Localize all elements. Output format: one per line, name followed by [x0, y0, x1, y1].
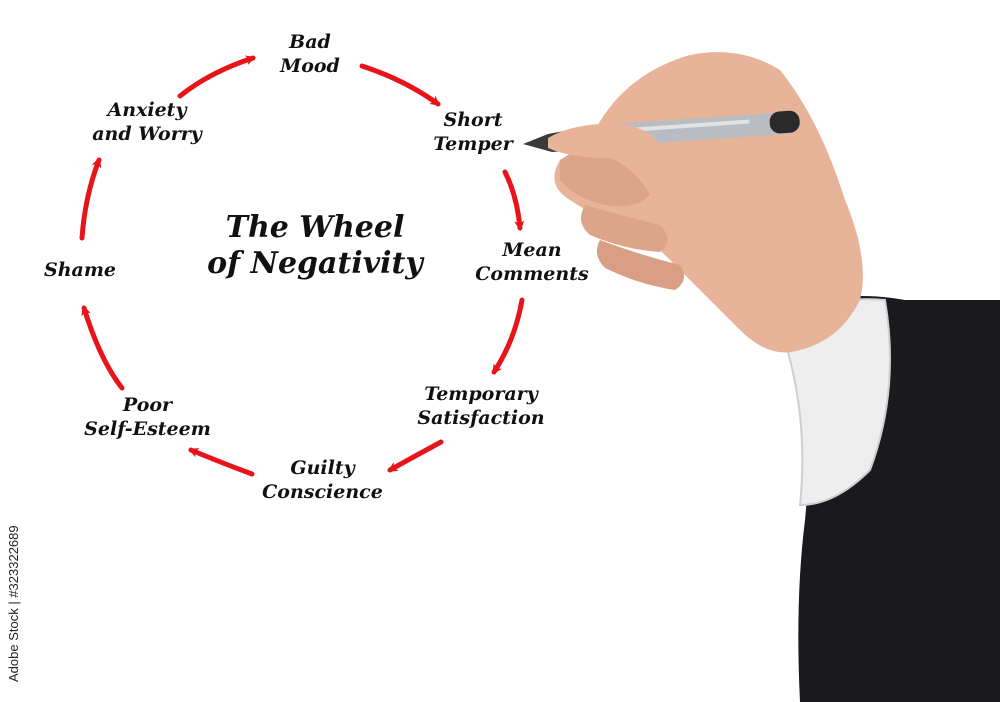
arrow-mean-comments-to-temporary-satisfaction — [491, 297, 525, 375]
hand-with-marker-icon — [523, 52, 1000, 702]
node-short-temper: Short Temper — [433, 109, 513, 155]
arrow-bad-mood-to-short-temper — [359, 63, 441, 107]
node-temporary-satisfaction: Temporary Satisfaction — [417, 383, 545, 429]
stock-id-text: Adobe Stock | #323322689 — [6, 525, 21, 682]
arrow-guilty-conscience-to-poor-self-esteem — [188, 447, 255, 477]
node-guilty-conscience: Guilty Conscience — [262, 457, 383, 503]
title-line-2: of Negativity — [207, 246, 423, 281]
title-line-1: The Wheel — [225, 210, 405, 245]
stock-id-caption: Adobe Stock | #323322689 — [6, 462, 30, 682]
node-bad-mood: Bad Mood — [280, 31, 340, 77]
diagram-title: The Wheel of Negativity — [180, 210, 450, 282]
arrow-anxiety-and-worry-to-bad-mood — [177, 55, 256, 99]
node-shame: Shame — [43, 259, 117, 281]
arrow-short-temper-to-mean-comments — [502, 169, 525, 231]
arrow-poor-self-esteem-to-shame — [81, 305, 125, 391]
arrow-temporary-satisfaction-to-guilty-conscience — [387, 439, 444, 473]
arrow-shame-to-anxiety-and-worry — [79, 157, 102, 241]
node-poor-self-esteem: Poor Self-Esteem — [84, 394, 211, 440]
node-mean-comments: Mean Comments — [475, 239, 589, 285]
node-anxiety-and-worry: Anxiety and Worry — [92, 99, 202, 145]
